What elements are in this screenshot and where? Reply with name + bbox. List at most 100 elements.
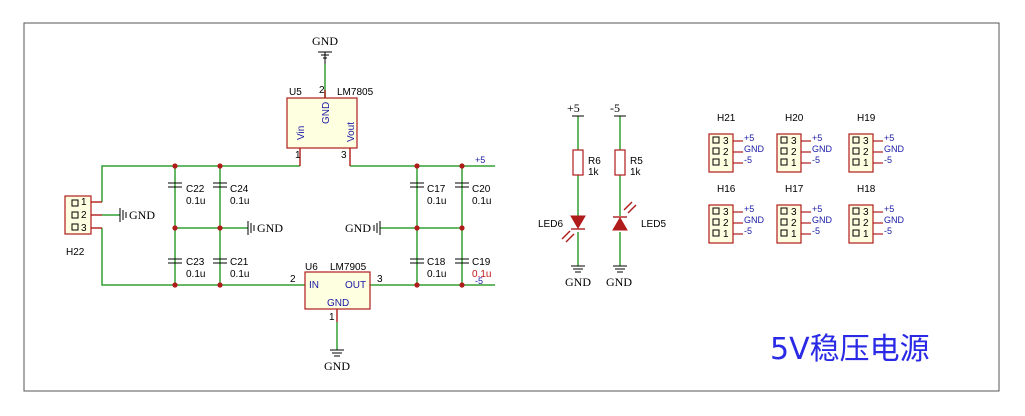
regulator-u6: U6 LM7905 2 3 1 IN OUT GND [290,262,383,323]
r5-ref: R5 [630,156,643,167]
gnd-label: GND [129,208,155,222]
sheet-border [23,22,1000,392]
header-ref: H18 [857,184,876,195]
sheet-title: 5V稳压电源 [770,332,930,367]
cap-c24: C24 0.1u [213,182,249,207]
header-net-label: +5 [812,204,822,214]
header-net-label: GND [812,144,833,154]
gnd-label: GND [565,275,591,289]
header-net-label: +5 [744,133,754,143]
header-ref: H21 [717,113,736,124]
u6-part: LM7905 [330,262,367,273]
header-net-label: -5 [744,155,752,165]
header-h17: H17 3 +5 2 GND 1 -5 [776,184,833,244]
h22-pin1: 1 [81,197,87,208]
header-pin-number: 1 [791,158,797,169]
header-pin-number: 2 [723,218,729,229]
svg-text:C18: C18 [427,257,446,268]
u5-pin3: 3 [341,150,347,161]
gnd-label: GND [606,275,632,289]
header-net-label: -5 [884,155,892,165]
gnd-led6: GND [565,265,591,289]
u5-vout: Vout [346,122,357,142]
led-net-neg5: -5 [610,101,620,115]
svg-text:0.1u: 0.1u [230,196,249,207]
header-pin-number: 3 [791,136,797,147]
svg-text:C17: C17 [427,184,446,195]
capacitors: C22 0.1u C24 0.1u C23 0.1u C21 0.1u [168,182,491,280]
svg-text:0.1u: 0.1u [230,269,249,280]
u5-vin: Vin [296,126,307,140]
header-ref: H16 [717,184,736,195]
h22-pin3: 3 [81,223,87,234]
header-pin-number: 3 [791,207,797,218]
svg-text:C19: C19 [472,257,491,268]
header-net-label: -5 [744,226,752,236]
svg-text:0.1u: 0.1u [186,196,205,207]
header-net-label: GND [812,215,833,225]
header-pin-number: 2 [863,218,869,229]
wires [101,64,621,350]
u5-part: LM7805 [337,87,374,98]
gnd-label: GND [324,359,350,373]
net-label-neg5: -5 [475,276,483,286]
gnd-label: GND [312,34,338,48]
header-pin-number: 1 [723,158,729,169]
svg-text:C20: C20 [472,184,491,195]
header-net-label: -5 [884,226,892,236]
gnd-label: GND [257,221,283,235]
cap-c23: C23 0.1u [168,257,205,280]
header-pin-number: 3 [863,136,869,147]
gnd-right-caps: GND [345,221,381,235]
svg-text:C22: C22 [186,184,205,195]
gnd-h22: GND [119,208,155,222]
svg-text:C21: C21 [230,257,249,268]
header-ref: H17 [785,184,804,195]
gnd-left-caps: GND [247,221,283,235]
header-net-label: -5 [812,226,820,236]
h22-ref: H22 [66,247,85,258]
u5-gnd: GND [321,102,332,124]
header-net-label: +5 [744,204,754,214]
header-net-label: +5 [884,204,894,214]
header-net-label: GND [884,144,905,154]
header-net-label: +5 [812,133,822,143]
svg-text:0.1u: 0.1u [186,269,205,280]
svg-text:0.1u: 0.1u [472,269,491,280]
header-net-label: GND [744,144,765,154]
svg-text:0.1u: 0.1u [472,196,491,207]
cap-c17: C17 0.1u [410,182,446,207]
svg-text:0.1u: 0.1u [427,269,446,280]
gnd-label: GND [345,221,371,235]
led5-label: LED5 [641,219,666,230]
header-pin-number: 2 [863,147,869,158]
h22-pin2: 2 [81,210,87,221]
u6-gnd: GND [327,298,349,309]
regulator-u5: U5 LM7805 2 1 3 Vin GND Vout [286,85,374,166]
header-pin-number: 1 [791,229,797,240]
r6-val: 1k [588,167,600,178]
cap-c18: C18 0.1u [410,257,446,280]
led6-label: LED6 [538,219,563,230]
gnd-top: GND [312,34,338,64]
svg-text:C24: C24 [230,184,249,195]
header-pin-number: 2 [791,147,797,158]
header-net-label: -5 [812,155,820,165]
header-pin-number: 2 [791,218,797,229]
svg-text:C23: C23 [186,257,205,268]
header-pin-number: 1 [863,158,869,169]
gnd-led5: GND [606,265,632,289]
u6-pin1: 1 [329,312,335,323]
r5-val: 1k [630,167,642,178]
header-pin-number: 1 [863,229,869,240]
net-label-pos5: +5 [475,155,485,165]
header-pin-number: 1 [723,229,729,240]
header-ref: H19 [857,113,876,124]
